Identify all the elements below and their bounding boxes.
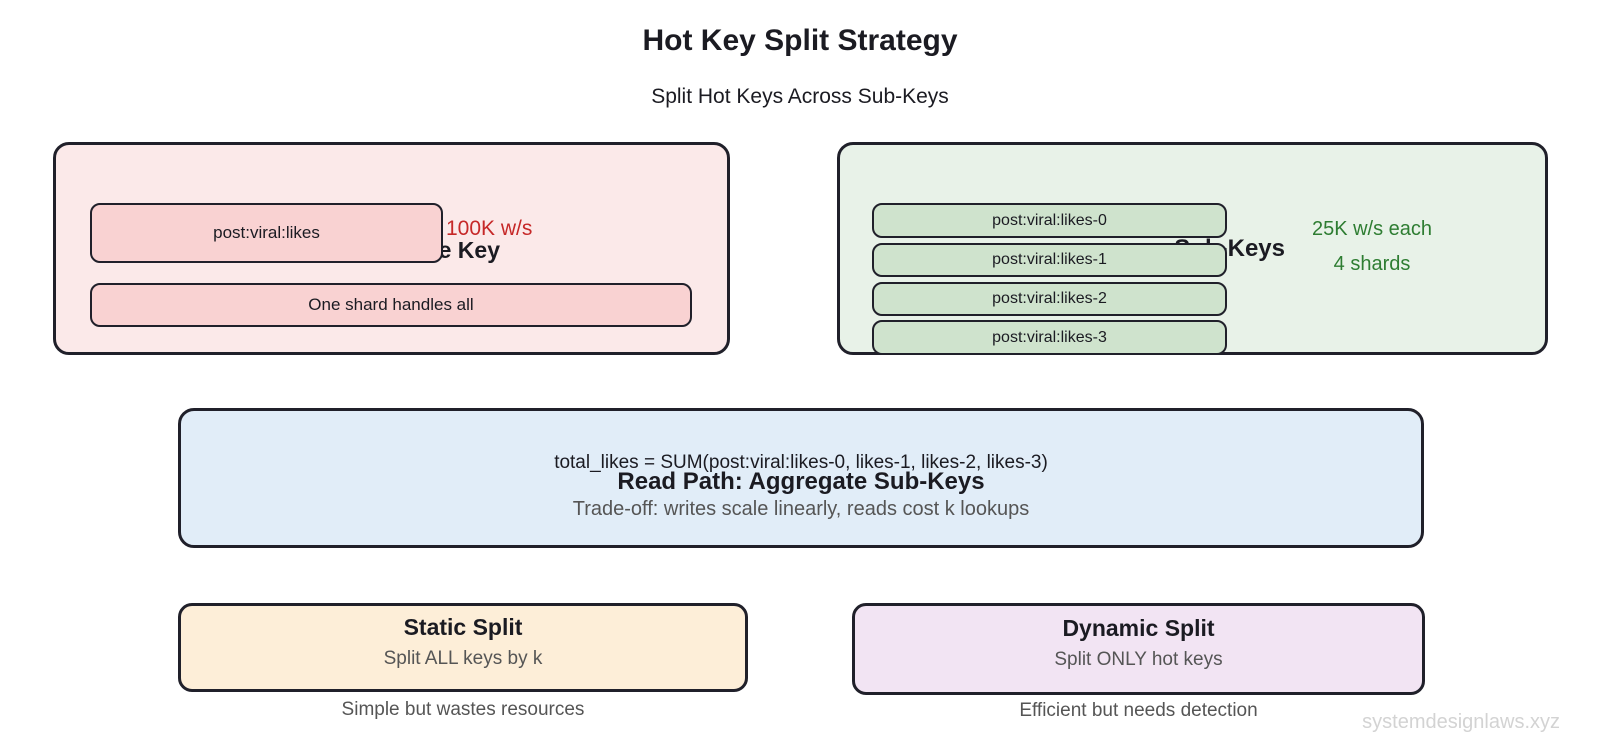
dynamic-split-panel bbox=[852, 603, 1425, 695]
dynamic-split-title: Dynamic Split bbox=[1062, 615, 1215, 641]
sub-key-box: post:viral:likes-2 bbox=[872, 282, 1227, 316]
static-split-title: Static Split bbox=[403, 614, 523, 640]
one-shard-note-box: One shard handles all bbox=[90, 283, 692, 327]
read-path-title: Read Path: Aggregate Sub-Keys bbox=[617, 468, 985, 495]
sub-key-label: post:viral:likes-0 bbox=[992, 211, 1107, 229]
dynamic-split-caption: Efficient but needs detection bbox=[1019, 700, 1258, 721]
static-split-subtitle: Split ALL keys by k bbox=[383, 648, 543, 669]
read-path-formula: total_likes = SUM(post:viral:likes-0, li… bbox=[554, 452, 1048, 473]
page-subtitle: Split Hot Keys Across Sub-Keys bbox=[651, 85, 949, 108]
sub-key-label: post:viral:likes-2 bbox=[992, 290, 1107, 307]
sub-key-label: post:viral:likes-1 bbox=[992, 251, 1107, 268]
read-path-tradeoff: Trade-off: writes scale linearly, reads … bbox=[572, 498, 1030, 520]
read-path-panel bbox=[178, 408, 1424, 548]
hot-key-label: post:viral:likes bbox=[213, 223, 320, 242]
one-shard-note-label: One shard handles all bbox=[308, 295, 474, 314]
static-split-panel bbox=[178, 603, 748, 692]
static-split-caption: Simple but wastes resources bbox=[341, 699, 585, 720]
sub-key-box: post:viral:likes-3 bbox=[872, 320, 1227, 355]
sub-keys-shard-count: 4 shards bbox=[1333, 253, 1411, 275]
single-key-rate: 100K w/s bbox=[446, 217, 533, 240]
page-title: Hot Key Split Strategy bbox=[642, 24, 958, 57]
sub-key-box: post:viral:likes-0 bbox=[872, 203, 1227, 238]
dynamic-split-subtitle: Split ONLY hot keys bbox=[1054, 649, 1223, 670]
sub-key-box: post:viral:likes-1 bbox=[872, 243, 1227, 277]
watermark: systemdesignlaws.xyz bbox=[1362, 711, 1560, 733]
hot-key-box: post:viral:likes bbox=[90, 203, 443, 263]
sub-key-label: post:viral:likes-3 bbox=[992, 328, 1107, 346]
sub-keys-rate: 25K w/s each bbox=[1311, 218, 1433, 240]
